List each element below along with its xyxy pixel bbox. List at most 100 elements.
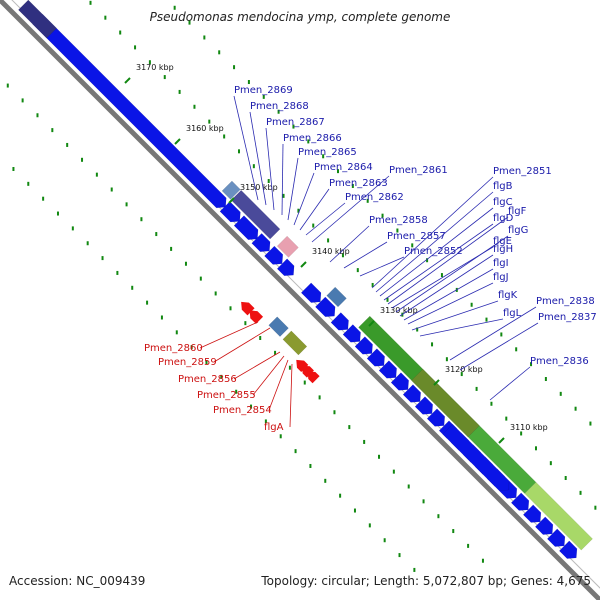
grid-dot [549, 461, 552, 466]
gene-label-forward[interactable]: flgF [508, 206, 527, 217]
gene-label-forward[interactable]: flgE [493, 236, 512, 247]
grid-dot [288, 365, 291, 370]
grid-dot [297, 208, 300, 213]
grid-dot [339, 493, 342, 498]
grid-dot [235, 389, 238, 394]
label-leader-line [403, 268, 494, 321]
forward-gene[interactable] [300, 282, 322, 303]
grid-dot [530, 362, 533, 367]
gene-label-forward[interactable]: Pmen_2862 [345, 192, 404, 203]
feature-block[interactable] [524, 481, 593, 551]
grid-dot [110, 187, 113, 192]
grid-dot [199, 276, 202, 281]
gene-label-forward[interactable]: Pmen_2852 [404, 246, 463, 257]
forward-gene[interactable] [522, 504, 542, 523]
forward-gene[interactable] [219, 201, 241, 223]
reverse-gene[interactable] [249, 310, 264, 324]
gene-label-forward[interactable]: Pmen_2868 [250, 101, 309, 112]
gene-label-forward[interactable]: flgJ [493, 272, 509, 283]
gene-label-forward[interactable]: Pmen_2865 [298, 147, 357, 158]
gene-label-forward[interactable]: Pmen_2866 [283, 133, 342, 144]
grid-dot [407, 484, 410, 489]
grid-dot [208, 119, 211, 124]
label-leader-line [252, 355, 285, 396]
feature-block[interactable] [230, 189, 281, 240]
grid-dot [238, 149, 241, 154]
grid-dot [190, 345, 193, 350]
gene-label-forward[interactable]: Pmen_2864 [314, 162, 373, 173]
gene-label-forward[interactable]: flgI [493, 258, 509, 269]
forward-gene[interactable] [546, 528, 566, 547]
label-leader-line [311, 175, 390, 243]
forward-gene[interactable] [342, 324, 361, 343]
forward-gene[interactable] [251, 232, 271, 252]
gene-label-forward[interactable]: Pmen_2836 [530, 356, 589, 367]
gene-label-forward[interactable]: flgK [498, 290, 518, 301]
forward-gene[interactable] [233, 215, 259, 240]
reverse-gene[interactable] [307, 371, 320, 384]
grid-dot [119, 30, 122, 35]
gene-label-forward[interactable]: Pmen_2851 [493, 166, 552, 177]
label-leader-line [407, 282, 494, 325]
feature-block[interactable] [18, 0, 57, 39]
gene-label-forward[interactable]: Pmen_2863 [329, 178, 388, 189]
gene-label-forward[interactable]: Pmen_2869 [234, 85, 293, 96]
label-leader-line [379, 207, 494, 297]
grid-dot [333, 410, 336, 415]
gene-label-forward[interactable]: Pmen_2838 [536, 296, 595, 307]
feature-block[interactable] [221, 180, 241, 200]
grid-dot [170, 246, 173, 251]
forward-gene[interactable] [426, 408, 446, 427]
forward-gene[interactable] [32, 13, 227, 209]
gene-label-reverse[interactable]: Pmen_2859 [158, 357, 217, 368]
forward-gene[interactable] [510, 492, 530, 511]
forward-gene[interactable] [378, 360, 397, 379]
forward-gene[interactable] [264, 245, 284, 265]
gene-label-reverse[interactable]: Pmen_2854 [213, 405, 272, 416]
forward-gene[interactable] [558, 540, 578, 559]
forward-gene[interactable] [354, 336, 373, 355]
grid-dot [559, 391, 562, 396]
forward-gene[interactable] [402, 384, 421, 403]
gene-label-forward[interactable]: Pmen_2867 [266, 117, 325, 128]
gene-label-forward[interactable]: Pmen_2861 [389, 165, 448, 176]
forward-gene[interactable] [390, 372, 409, 391]
forward-gene[interactable] [315, 296, 336, 318]
gene-label-forward[interactable]: flgC [493, 197, 513, 208]
feature-block[interactable] [276, 235, 299, 258]
grid-dot [378, 454, 381, 459]
label-leader-line [265, 127, 275, 211]
grid-dot [218, 50, 221, 55]
gene-label-forward[interactable]: Pmen_2837 [538, 312, 597, 323]
gene-label-forward[interactable]: Pmen_2857 [387, 231, 446, 242]
gene-label-reverse[interactable]: flgA [264, 422, 284, 433]
gene-label-forward[interactable]: flgB [493, 181, 513, 192]
grid-dot [341, 253, 344, 258]
reverse-gene[interactable] [241, 301, 255, 316]
grid-dot [146, 300, 149, 305]
gene-label-reverse[interactable]: Pmen_2860 [144, 343, 203, 354]
gene-label-reverse[interactable]: Pmen_2856 [178, 374, 237, 385]
kbp-tick-label: 3110 kbp [510, 423, 548, 432]
gene-label-forward[interactable]: flgL [503, 308, 522, 319]
forward-gene[interactable] [534, 516, 554, 535]
grid-dot [431, 342, 434, 347]
forward-gene[interactable] [442, 423, 510, 491]
forward-gene[interactable] [330, 312, 349, 331]
grid-dot [500, 332, 503, 337]
gene-label-reverse[interactable]: Pmen_2855 [197, 390, 256, 401]
gene-label-forward[interactable]: Pmen_2858 [369, 215, 428, 226]
forward-gene[interactable] [366, 348, 385, 367]
gene-label-forward[interactable]: flgH [493, 244, 513, 255]
forward-gene[interactable] [414, 396, 434, 415]
feature-block[interactable] [282, 330, 308, 356]
forward-gene[interactable] [276, 258, 295, 277]
feature-block[interactable] [268, 316, 289, 337]
feature-block[interactable] [326, 286, 347, 308]
kbp-tick-mark [368, 320, 375, 327]
gene-label-forward[interactable]: flgD [493, 213, 514, 224]
gene-track[interactable] [18, 0, 593, 559]
gene-label-forward[interactable]: flgG [508, 225, 528, 236]
